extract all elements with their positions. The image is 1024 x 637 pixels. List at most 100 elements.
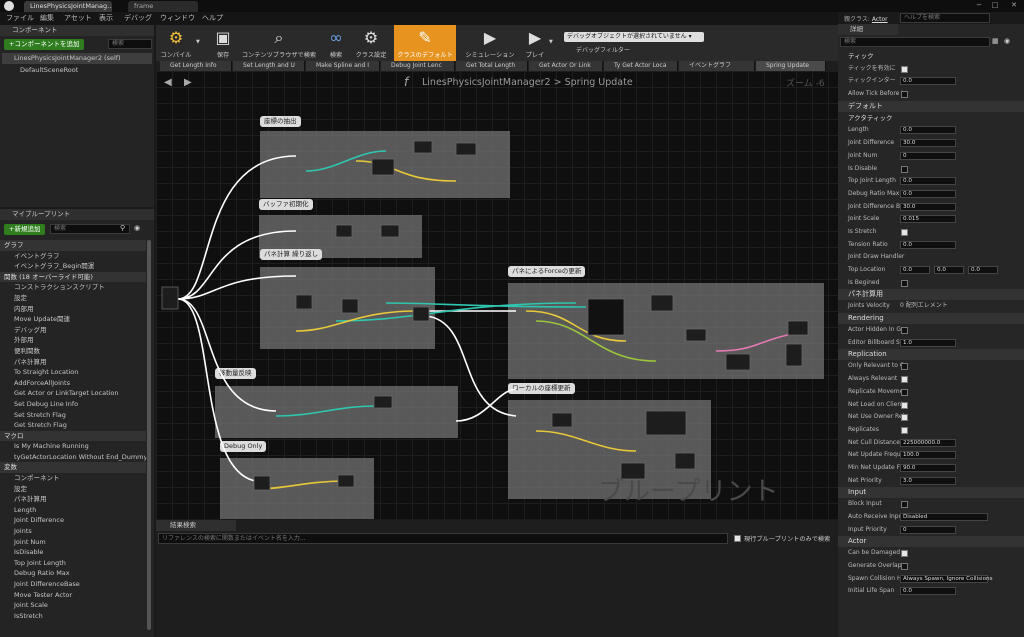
- tree-item[interactable]: To Straight Location: [14, 368, 79, 377]
- tree-item[interactable]: Joint Scale: [14, 601, 48, 610]
- property-value-field[interactable]: 0.0: [900, 587, 956, 596]
- details-section-header[interactable]: Actor: [838, 536, 1024, 548]
- details-section-header[interactable]: Rendering: [838, 313, 1024, 325]
- property-value-field[interactable]: 30.0: [900, 139, 956, 148]
- blueprint-graph[interactable]: ◀ ▶ f LinesPhysicsJointManager2 > Spring…: [156, 71, 838, 519]
- details-section-header[interactable]: Replication: [838, 349, 1024, 361]
- tree-item[interactable]: IsStretch: [14, 611, 43, 620]
- my-blueprint-search-input[interactable]: 検索: [50, 224, 130, 234]
- details-section-header[interactable]: デフォルト: [838, 100, 1024, 112]
- property-checkbox[interactable]: [901, 65, 908, 73]
- property-value-field[interactable]: 0: [900, 151, 956, 160]
- tab-get-length-info[interactable]: Get Length Info: [160, 61, 232, 71]
- minimize-button[interactable]: −: [976, 1, 982, 9]
- play-button[interactable]: ▶プレイ: [522, 25, 548, 61]
- debug-object-select[interactable]: デバッグオブジェクトが選択されていません ▾: [564, 32, 704, 42]
- add-new-button[interactable]: +新規追加: [4, 224, 46, 235]
- property-checkbox[interactable]: [901, 165, 908, 173]
- menu-view[interactable]: 表示: [99, 14, 113, 22]
- property-value-field[interactable]: 0.015: [900, 215, 956, 224]
- tab-blueprint[interactable]: LinesPhysicsJointManag...: [24, 1, 112, 12]
- menu-edit[interactable]: 編集: [40, 14, 54, 22]
- tree-item[interactable]: イベントグラフ: [14, 251, 60, 260]
- vector-x-field[interactable]: 0.0: [900, 266, 930, 274]
- menu-file[interactable]: ファイル: [6, 14, 34, 22]
- property-checkbox[interactable]: [901, 563, 908, 571]
- tree-category[interactable]: 変数: [0, 462, 146, 474]
- comment-box[interactable]: [220, 458, 374, 519]
- property-checkbox[interactable]: [901, 550, 908, 558]
- tree-item[interactable]: 設定: [14, 293, 27, 302]
- grid-view-icon[interactable]: ▦: [992, 37, 999, 45]
- forward-arrow-icon[interactable]: ▶: [184, 77, 192, 88]
- back-arrow-icon[interactable]: ◀: [164, 77, 172, 88]
- find-button[interactable]: ∞検索: [324, 25, 348, 61]
- tree-item[interactable]: AddForceAllJoints: [14, 378, 70, 387]
- details-section-header[interactable]: パネ計算用: [838, 289, 1024, 301]
- property-checkbox[interactable]: [901, 91, 908, 99]
- components-search-input[interactable]: 検索: [108, 39, 152, 49]
- tree-item[interactable]: Move Tester Actor: [14, 590, 73, 599]
- tree-item[interactable]: Debug Ratio Max: [14, 569, 70, 578]
- tree-item[interactable]: パネ計算用: [14, 495, 47, 504]
- eye-icon[interactable]: ◉: [1004, 37, 1011, 45]
- property-checkbox[interactable]: [901, 501, 908, 509]
- tree-item[interactable]: tyGetActorLocation Without End_Dummy: [14, 452, 146, 461]
- property-value-field[interactable]: 0: [900, 525, 956, 534]
- find-results-tab[interactable]: 結果検索: [156, 520, 236, 531]
- tab-get-total-length[interactable]: Get Total Length: [456, 61, 528, 71]
- tab-event-graph[interactable]: イベントグラフ: [679, 61, 755, 71]
- vector-z-field[interactable]: 0.0: [968, 266, 998, 274]
- property-value-field[interactable]: 0.0: [900, 177, 956, 186]
- property-value-field[interactable]: 100.0: [900, 451, 956, 460]
- tree-item[interactable]: 内部用: [14, 304, 34, 313]
- tree-item[interactable]: Set Stretch Flag: [14, 410, 66, 419]
- property-value-field[interactable]: 0.0: [900, 189, 956, 198]
- help-search-input[interactable]: ヘルプを検索: [900, 13, 990, 23]
- tree-item[interactable]: パネ計算用: [14, 357, 47, 366]
- add-component-button[interactable]: +コンポーネントを追加: [4, 39, 85, 50]
- component-default-scene-root[interactable]: DefaultSceneRoot: [20, 66, 79, 74]
- class-defaults-button[interactable]: ✎クラスのデフォルト: [394, 25, 456, 61]
- property-checkbox[interactable]: [901, 388, 908, 396]
- details-search-input[interactable]: 検索: [840, 37, 990, 47]
- class-settings-button[interactable]: ⚙クラス設定: [352, 25, 390, 61]
- property-select[interactable]: Always Spawn, Ignore Collisions: [900, 574, 993, 583]
- property-value-field[interactable]: 90.0: [900, 463, 956, 472]
- close-button[interactable]: ✕: [1011, 1, 1017, 9]
- tree-item[interactable]: Joint Num: [14, 537, 46, 546]
- save-button[interactable]: ▣保存: [210, 25, 236, 61]
- tree-item[interactable]: Get Actor or LinkTarget Location: [14, 389, 119, 398]
- tab-ty-get-actor[interactable]: Ty Get Actor Loca: [604, 61, 678, 71]
- tab-spring-update[interactable]: Spring Update: [756, 61, 826, 71]
- compile-button[interactable]: ⚙コンパイル: [156, 25, 196, 61]
- menu-window[interactable]: ウィンドウ: [160, 14, 195, 22]
- vector-y-field[interactable]: 0.0: [934, 266, 964, 274]
- tree-item[interactable]: 設定: [14, 484, 27, 493]
- comment-box[interactable]: [215, 386, 458, 438]
- tree-item[interactable]: コンポーネント: [14, 474, 60, 483]
- tree-item[interactable]: Joints: [14, 527, 32, 536]
- tab-make-spline[interactable]: Make Spline and I: [306, 61, 380, 71]
- tree-item[interactable]: Top Joint Length: [14, 558, 66, 567]
- property-checkbox[interactable]: [901, 279, 908, 287]
- tree-item[interactable]: Joint DifferenceBase: [14, 580, 80, 588]
- property-value-field[interactable]: 30.0: [900, 202, 956, 211]
- eye-icon[interactable]: ◉: [134, 224, 141, 232]
- menu-asset[interactable]: アセット: [64, 14, 92, 22]
- tree-item[interactable]: Is My Machine Running: [14, 442, 89, 451]
- tree-item[interactable]: イベントグラフ_Begin開運: [14, 262, 95, 271]
- tree-item[interactable]: Set Debug Line Info: [14, 399, 79, 408]
- property-select[interactable]: Disabled: [900, 513, 988, 521]
- scrollbar[interactable]: [147, 240, 151, 630]
- property-value-field[interactable]: 1.0: [900, 338, 956, 347]
- tab-set-length[interactable]: Set Length and U: [233, 61, 305, 71]
- property-checkbox[interactable]: [901, 401, 908, 409]
- play-options-button[interactable]: ▼: [549, 39, 553, 45]
- property-value-field[interactable]: 3.0: [900, 476, 956, 485]
- current-blueprint-only-checkbox[interactable]: [734, 535, 741, 542]
- tree-category[interactable]: マクロ: [0, 430, 146, 442]
- maximize-button[interactable]: □: [991, 1, 999, 9]
- details-tab[interactable]: 詳細: [838, 24, 898, 35]
- property-checkbox[interactable]: [901, 414, 908, 422]
